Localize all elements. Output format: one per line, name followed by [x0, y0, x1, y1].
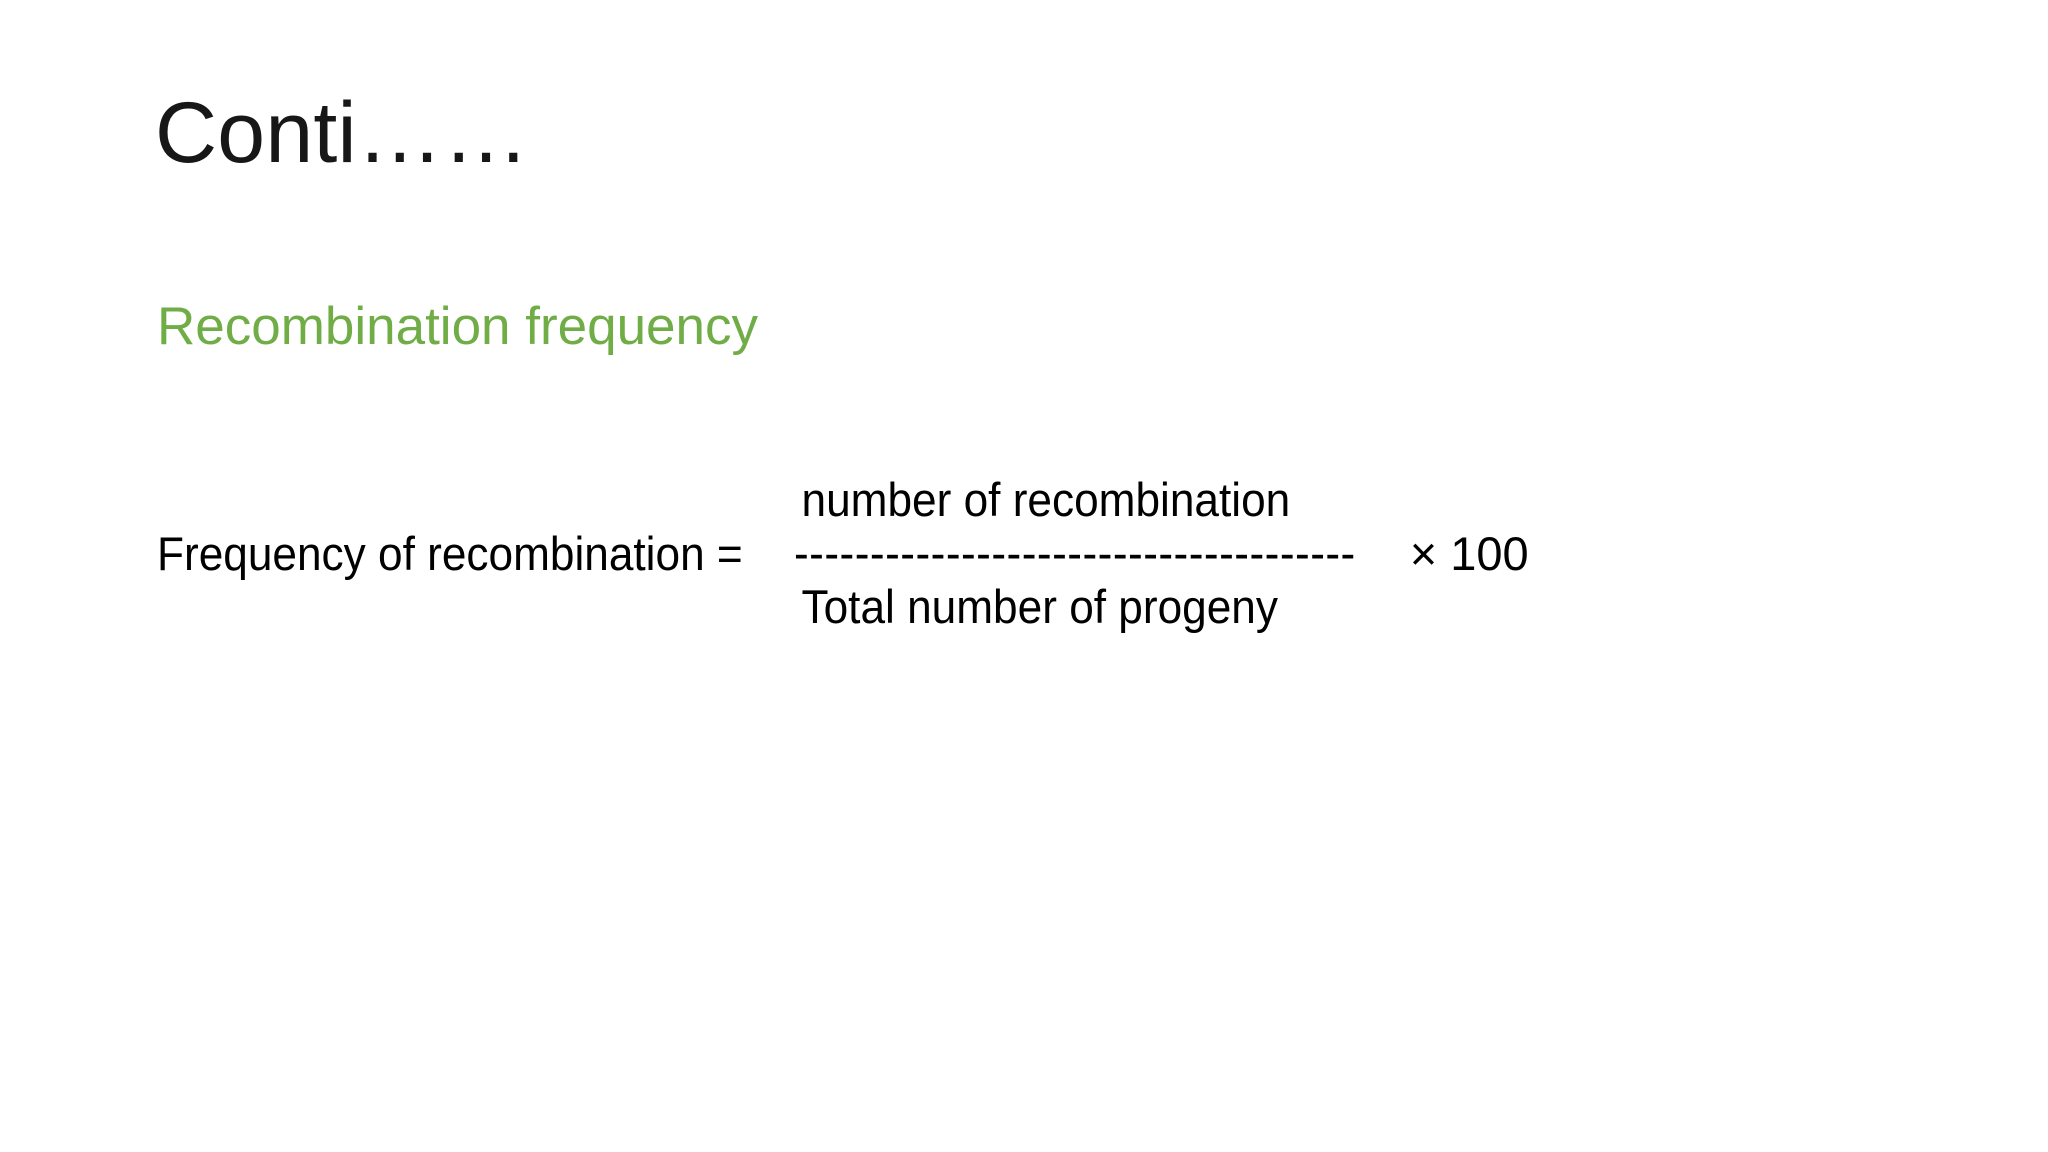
- page-title: Conti……: [155, 85, 530, 181]
- formula-fraction: number of recombination ----------------…: [794, 475, 1392, 632]
- formula-multiplier: × 100: [1409, 526, 1529, 580]
- subtitle-recombination-frequency: Recombination frequency: [157, 297, 759, 356]
- formula-left-hand-side: Frequency of recombination =: [157, 526, 743, 580]
- fraction-bar: -------------------------------------: [794, 526, 1356, 580]
- fraction-denominator: Total number of progeny: [801, 580, 1279, 634]
- fraction-numerator: number of recombination: [801, 473, 1291, 526]
- recombination-frequency-formula: Frequency of recombination = number of r…: [157, 475, 1529, 632]
